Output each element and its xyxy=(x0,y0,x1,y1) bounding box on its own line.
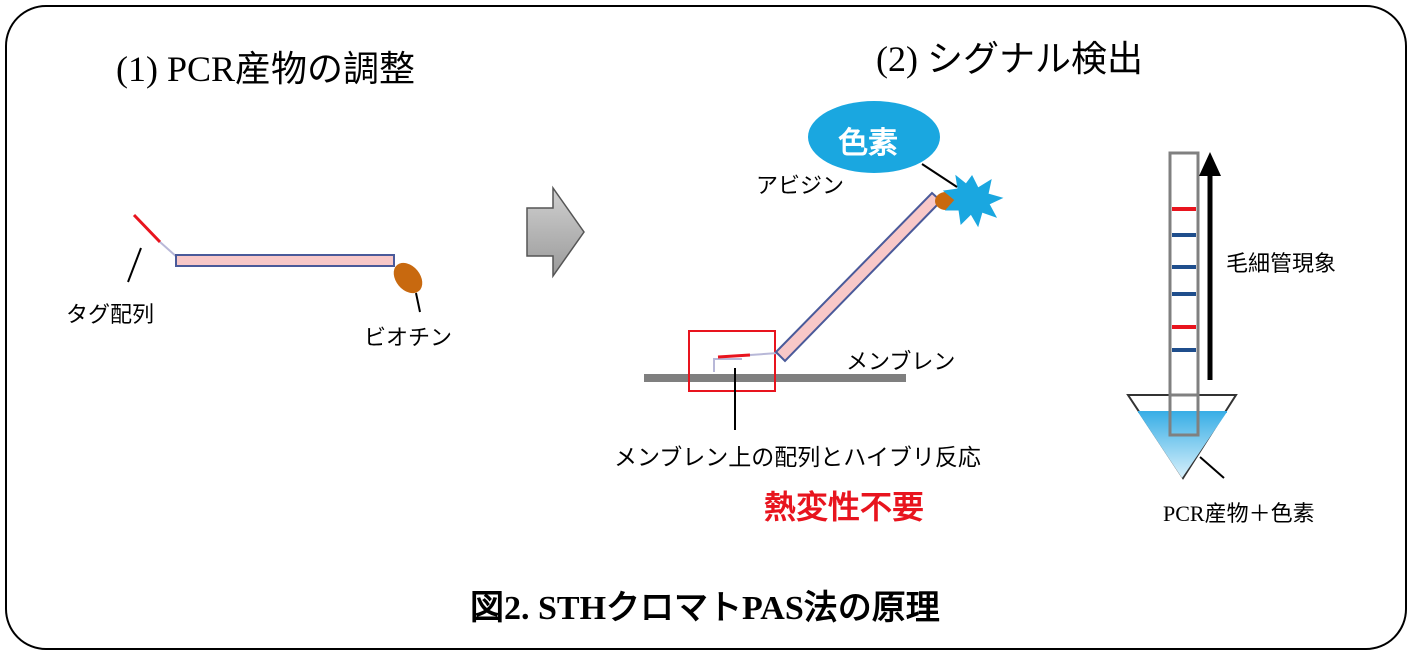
process-arrow xyxy=(526,185,585,279)
label-biotin: ビオチン xyxy=(364,326,453,351)
tag-leader-line xyxy=(127,247,142,283)
label-membrane: メンブレン xyxy=(846,350,956,375)
label-pcr-product-dye: PCR産物＋色素 xyxy=(1163,501,1315,526)
label-dye: 色素 xyxy=(838,126,898,161)
label-tag-sequence: タグ配列 xyxy=(66,303,155,328)
sample-leader-line xyxy=(1199,456,1225,479)
hybridization-highlight-box xyxy=(688,330,776,392)
heading-signal-detection: (2) シグナル検出 xyxy=(876,39,1143,79)
tag-sequence-segment xyxy=(132,213,162,244)
hybrid-linker-upper xyxy=(749,352,779,356)
outer-frame xyxy=(5,5,1407,650)
pcr-product-strand xyxy=(175,254,395,267)
avidin-starburst xyxy=(942,174,1004,228)
label-no-denaturation: 熱変性不要 xyxy=(764,488,925,526)
dye-ellipse xyxy=(808,101,940,173)
biotin-shape xyxy=(393,262,423,294)
hybridized-linker xyxy=(713,358,742,372)
capillary-arrow-head xyxy=(1199,152,1221,176)
label-capillary-action: 毛細管現象 xyxy=(1226,252,1337,277)
label-avidin: アビジン xyxy=(756,174,845,199)
hybridized-tag-segment xyxy=(717,353,751,359)
biotin-leader-line xyxy=(415,292,421,313)
test-strip xyxy=(1168,151,1200,403)
sample-liquid xyxy=(1138,412,1227,478)
figure-caption: 図2. STHクロマトPAS法の原理 xyxy=(470,590,940,627)
label-hybridization: メンブレン上の配列とハイブリ反応 xyxy=(614,445,981,471)
strip-lower xyxy=(1168,393,1200,437)
avidin-leader-line xyxy=(921,163,958,188)
heading-pcr-preparation: (1) PCR産物の調整 xyxy=(116,49,416,89)
